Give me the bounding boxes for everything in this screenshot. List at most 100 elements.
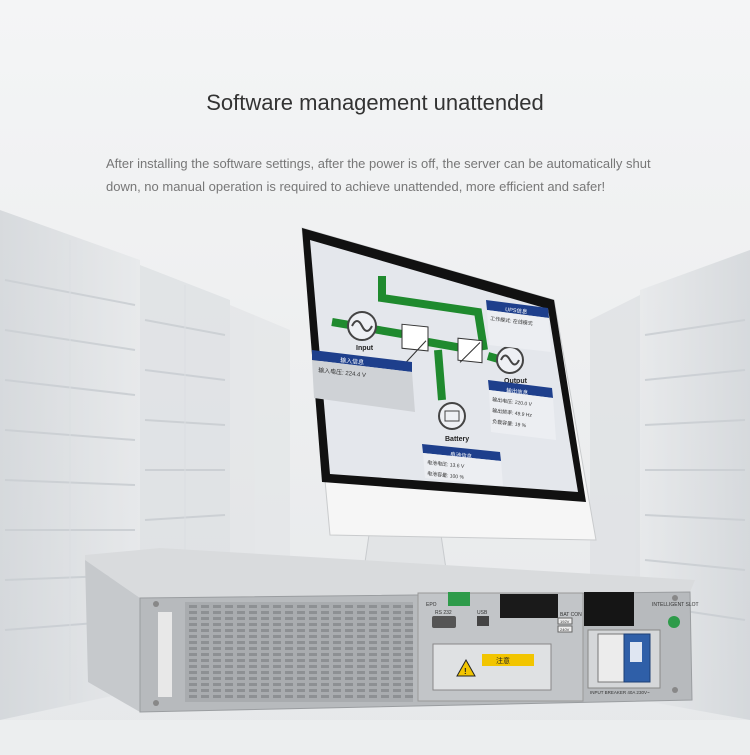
vent-slot [237,605,245,608]
usb-label: USB [477,610,488,616]
vent-slot [273,629,281,632]
input-sine-icon [347,311,377,341]
vent-slot [213,671,221,674]
vent-slot [345,617,353,620]
vent-slot [369,611,377,614]
vent-slot [381,617,389,620]
vent-slot [345,629,353,632]
battery-connector[interactable] [500,594,558,618]
vent-slot [321,629,329,632]
vent-slot [225,695,233,698]
vent-slot [381,695,389,698]
usb-port[interactable] [477,616,489,626]
vent-slot [249,665,257,668]
vent-slot [249,617,257,620]
vent-slot [405,605,413,608]
epo-label: EPO [426,602,437,608]
vent-slot [381,665,389,668]
vent-slot [357,647,365,650]
vent-slot [249,635,257,638]
vent-slot [249,689,257,692]
vent-slot [393,611,401,614]
vent-slot [369,623,377,626]
vent-slot [405,659,413,662]
vent-slot [345,665,353,668]
vent-slot [393,695,401,698]
vent-slot [189,689,197,692]
vent-slot [369,683,377,686]
vent-slot [357,605,365,608]
rs232-port[interactable] [432,616,456,628]
vent-slot [369,671,377,674]
vent-slot [333,611,341,614]
vent-slot [237,617,245,620]
vent-slot [261,671,269,674]
vent-slot [333,635,341,638]
vent-slot [261,623,269,626]
vent-slot [213,617,221,620]
vent-slot [225,659,233,662]
ups-unit: EPO RS 232 USB BAT CON 192V 240V INTELLI… [85,548,699,713]
vent-slot [261,653,269,656]
vent-slot [249,671,257,674]
vent-slot [345,689,353,692]
vent-slot [381,611,389,614]
vent-slot [249,659,257,662]
vent-slot [273,665,281,668]
vent-slot [249,677,257,680]
intelligent-slot-cover[interactable] [584,592,634,626]
vent-slot [249,605,257,608]
vent-slot [273,683,281,686]
vent-slot [333,605,341,608]
vent-slot [261,617,269,620]
vent-slot [381,605,389,608]
vent-slot [225,635,233,638]
output-load: 负载容量: 19 % [492,418,527,429]
vent-slot [357,665,365,668]
vent-slot [237,659,245,662]
vent-slot [345,695,353,698]
vent-slot [393,683,401,686]
vent-slot [369,689,377,692]
vent-slot [273,623,281,626]
vent-slot [237,611,245,614]
vent-slot [249,653,257,656]
vent-slot [237,647,245,650]
vent-slot [369,647,377,650]
vent-slot [201,647,209,650]
vent-slot [261,629,269,632]
vent-slot [213,623,221,626]
v240-label: 240V [560,627,570,632]
vent-slot [321,689,329,692]
vent-slot [393,677,401,680]
vent-slot [357,677,365,680]
output-label: Output [504,378,528,385]
vent-slot [393,605,401,608]
epo-connector[interactable] [448,592,470,606]
vent-slot [297,659,305,662]
vent-slot [297,641,305,644]
vent-slot [321,611,329,614]
input-info-panel: 输入信息 输入电压: 224.4 V [312,350,415,412]
vent-slot [297,617,305,620]
vent-slot [357,641,365,644]
vent-slot [225,611,233,614]
vent-slot [285,683,293,686]
input-breaker[interactable] [587,629,661,689]
vent-slot [309,647,317,650]
vent-slot [285,623,293,626]
vent-slot [201,683,209,686]
bat-con-label: BAT CON [560,612,582,618]
vent-slot [261,659,269,662]
output-sine-icon [496,346,524,374]
vent-slot [261,677,269,680]
battery-label: Battery [445,436,469,443]
vent-slot [225,689,233,692]
vent-slot [297,653,305,656]
vent-slot [237,653,245,656]
vent-slot [189,611,197,614]
vent-slot [333,677,341,680]
vent-slot [357,689,365,692]
vent-slot [321,647,329,650]
vent-slot [297,635,305,638]
